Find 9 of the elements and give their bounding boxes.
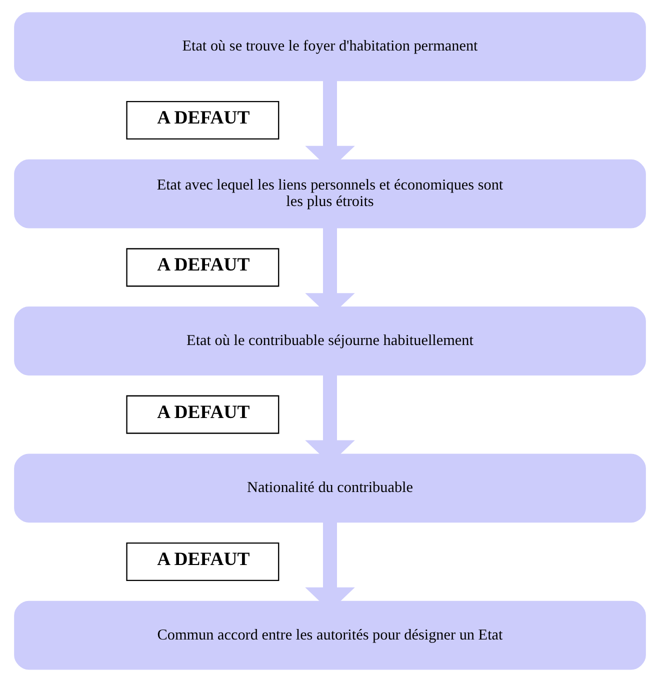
node-box: Commun accord entre les autorités pour désigner un Etat xyxy=(14,600,646,670)
node-box: A DEFAUT xyxy=(126,101,279,140)
node-box: Etat où le contribuable séjourne habituellement xyxy=(14,306,646,376)
node-box: A DEFAUT xyxy=(126,542,279,581)
node-box: A DEFAUT xyxy=(126,395,279,434)
node-box: Etat où se trouve le foyer d'habitation permanent xyxy=(14,12,646,82)
node-box: Nationalité du contribuable xyxy=(14,454,646,523)
node-box: A DEFAUT xyxy=(126,248,279,287)
node-box: Etat avec lequel les liens personnels et économiques sont les plus étroits xyxy=(14,159,646,228)
